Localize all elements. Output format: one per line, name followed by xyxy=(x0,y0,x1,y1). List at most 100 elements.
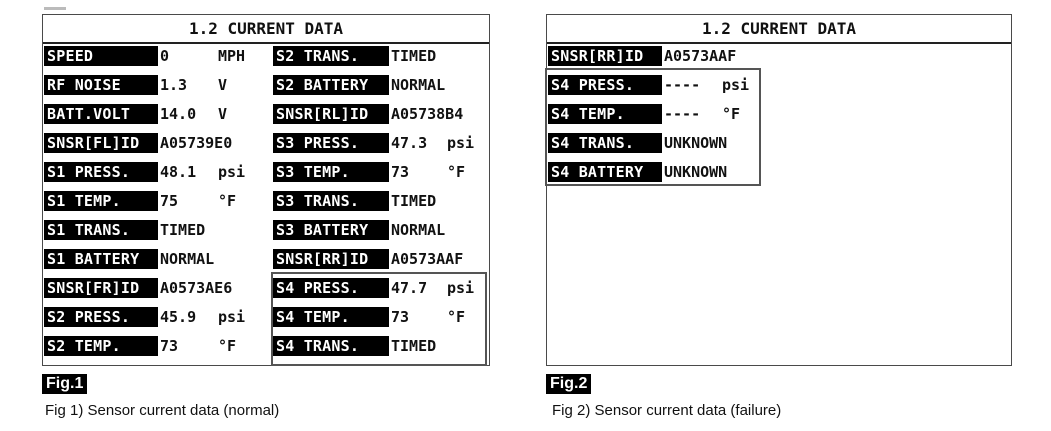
row-value: 14.0 xyxy=(160,105,197,123)
fig1-title: 1.2 CURRENT DATA xyxy=(43,15,489,44)
data-row: S2 PRESS.45.9 psi xyxy=(44,306,245,328)
data-row: S4 TRANS.UNKNOWN xyxy=(548,132,728,154)
row-label: S1 TEMP. xyxy=(44,191,158,211)
row-label: S1 PRESS. xyxy=(44,162,158,182)
row-value: A05738B4 xyxy=(391,105,464,123)
data-row: S3 TRANS.TIMED xyxy=(273,190,447,212)
row-label: S4 BATTERY xyxy=(548,162,662,182)
data-row: S4 PRESS.---- psi xyxy=(548,74,749,96)
row-label: SNSR[FR]ID xyxy=(44,278,158,298)
fig1-tag: Fig.1 xyxy=(42,374,88,394)
row-label: S2 TEMP. xyxy=(44,336,158,356)
row-label: S4 TEMP. xyxy=(548,104,662,124)
data-row: S2 TRANS.TIMED xyxy=(273,45,447,67)
row-value: NORMAL xyxy=(160,250,215,268)
row-value: 73 xyxy=(160,337,179,355)
data-row: S1 TEMP.75 °F xyxy=(44,190,236,212)
row-value: NORMAL xyxy=(391,221,446,239)
row-value: 73 xyxy=(391,308,410,326)
row-value: A0573AAF xyxy=(664,47,737,65)
row-value: 75 xyxy=(160,192,179,210)
row-value: UNKNOWN xyxy=(664,163,728,181)
row-label: S3 TRANS. xyxy=(273,191,389,211)
row-unit: °F xyxy=(722,105,741,123)
row-value: TIMED xyxy=(391,337,437,355)
row-unit: °F xyxy=(218,337,237,355)
row-unit: psi xyxy=(218,308,246,326)
row-value: TIMED xyxy=(391,192,437,210)
row-unit: V xyxy=(218,76,228,94)
row-label: S4 PRESS. xyxy=(548,75,662,95)
row-value: 47.3 xyxy=(391,134,428,152)
top-mark xyxy=(44,7,66,10)
row-value: TIMED xyxy=(391,47,437,65)
row-label: S2 BATTERY xyxy=(273,75,389,95)
row-value: ---- xyxy=(664,76,701,94)
row-label: S4 TEMP. xyxy=(273,307,389,327)
data-row: S4 PRESS.47.7 psi xyxy=(273,277,474,299)
row-label: S3 TEMP. xyxy=(273,162,389,182)
data-row: S1 TRANS.TIMED xyxy=(44,219,218,241)
fig2-tag: Fig.2 xyxy=(546,374,592,394)
row-label: SPEED xyxy=(44,46,158,66)
fig2-title: 1.2 CURRENT DATA xyxy=(547,15,1011,44)
row-value: TIMED xyxy=(160,221,206,239)
row-unit: psi xyxy=(218,163,246,181)
row-unit: MPH xyxy=(218,47,246,65)
row-label: SNSR[RL]ID xyxy=(273,104,389,124)
data-row: S4 TEMP.---- °F xyxy=(548,103,740,125)
row-unit: psi xyxy=(722,76,750,94)
row-label: S2 PRESS. xyxy=(44,307,158,327)
row-label: S1 BATTERY xyxy=(44,249,158,269)
fig1-caption: Fig 1) Sensor current data (normal) xyxy=(45,402,280,419)
row-unit: psi xyxy=(447,134,475,152)
row-unit: °F xyxy=(218,192,237,210)
row-label: S3 PRESS. xyxy=(273,133,389,153)
row-value: 1.3 xyxy=(160,76,188,94)
row-unit: psi xyxy=(447,279,475,297)
data-row: S4 TRANS.TIMED xyxy=(273,335,447,357)
row-label: SNSR[RR]ID xyxy=(548,46,662,66)
row-value: UNKNOWN xyxy=(664,134,728,152)
row-label: S3 BATTERY xyxy=(273,220,389,240)
row-label: S2 TRANS. xyxy=(273,46,389,66)
row-value: NORMAL xyxy=(391,76,446,94)
row-label: S4 TRANS. xyxy=(548,133,662,153)
row-label: SNSR[RR]ID xyxy=(273,249,389,269)
row-unit: V xyxy=(218,105,228,123)
row-label: S1 TRANS. xyxy=(44,220,158,240)
fig2-caption: Fig 2) Sensor current data (failure) xyxy=(552,402,782,419)
fig2-highlight-box xyxy=(545,68,761,186)
row-value: 73 xyxy=(391,163,410,181)
row-value: A0573AAF xyxy=(391,250,464,268)
row-label: S4 PRESS. xyxy=(273,278,389,298)
data-row: S3 TEMP.73 °F xyxy=(273,161,465,183)
data-row: S1 PRESS.48.1 psi xyxy=(44,161,245,183)
row-unit: °F xyxy=(447,163,466,181)
row-value: A05739E0 xyxy=(160,134,233,152)
row-label: SNSR[FL]ID xyxy=(44,133,158,153)
data-row: S3 PRESS.47.3 psi xyxy=(273,132,474,154)
data-row: S4 TEMP.73°F xyxy=(273,306,465,328)
fig1-highlight-box xyxy=(271,272,487,366)
row-label: BATT.VOLT xyxy=(44,104,158,124)
row-value: 47.7 xyxy=(391,279,428,297)
data-row: S2 TEMP.73 °F xyxy=(44,335,236,357)
row-value: 48.1 xyxy=(160,163,197,181)
row-label: S4 TRANS. xyxy=(273,336,389,356)
row-value: ---- xyxy=(664,105,701,123)
row-value: 45.9 xyxy=(160,308,197,326)
row-label: RF NOISE xyxy=(44,75,158,95)
